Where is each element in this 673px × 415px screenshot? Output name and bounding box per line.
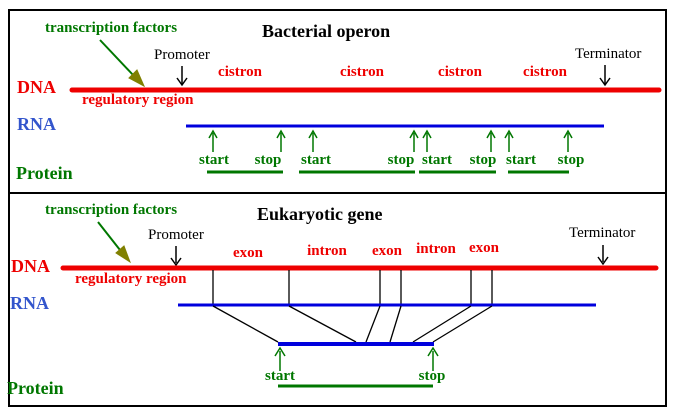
cistron-label: cistron <box>523 64 567 80</box>
codon-label-start: start <box>199 152 229 168</box>
eukaryote-regulatory-region-label: regulatory region <box>75 271 187 287</box>
exon-label: exon <box>469 240 499 256</box>
operon-transcription-factors-arrow-icon <box>99 39 146 88</box>
eukaryote-terminator-label: Terminator <box>569 225 636 241</box>
cistron-label: cistron <box>340 64 384 80</box>
codon-label-stop: stop <box>387 152 415 168</box>
eukaryote-start-arrow-icon <box>274 346 286 371</box>
operon-codon-arrow-icons <box>208 129 573 152</box>
operon-rna-label: RNA <box>17 114 56 134</box>
eukaryote-promoter-label: Promoter <box>148 227 204 243</box>
codon-label-start: start <box>506 152 536 168</box>
eukaryote-title: Eukaryotic gene <box>257 204 383 224</box>
exon-label: exon <box>372 243 402 259</box>
eukaryote-terminator-arrow-icon <box>597 245 609 266</box>
cistron-label: cistron <box>438 64 482 80</box>
eukaryote-transcription-factors-label: transcription factors <box>45 202 178 218</box>
eukaryote-stop-label: stop <box>418 368 446 384</box>
eukaryote-splicing-lines <box>212 305 493 343</box>
eukaryote-promoter-arrow-icon <box>170 246 182 267</box>
codon-label-stop: stop <box>557 152 585 168</box>
panel-frame <box>8 9 667 407</box>
eukaryote-rna-label: RNA <box>10 293 49 313</box>
eukaryote-protein-label: Protein <box>7 378 64 398</box>
operon-dna-label: DNA <box>17 77 56 97</box>
operon-protein-label: Protein <box>16 163 73 183</box>
operon-terminator-label: Terminator <box>575 46 642 62</box>
eukaryote-exon-boundary-lines <box>212 270 493 304</box>
eukaryote-stop-arrow-icon <box>427 346 439 371</box>
codon-label-start: start <box>422 152 452 168</box>
eukaryote-start-label: start <box>265 368 295 384</box>
codon-label-stop: stop <box>254 152 282 168</box>
cistron-label: cistron <box>218 64 262 80</box>
operon-promoter-label: Promoter <box>154 47 210 63</box>
eukaryote-dna-label: DNA <box>11 256 50 276</box>
operon-terminator-arrow-icon <box>599 65 611 87</box>
intron-label: intron <box>416 241 456 257</box>
codon-label-start: start <box>301 152 331 168</box>
intron-label: intron <box>307 243 347 259</box>
exon-label: exon <box>233 245 263 261</box>
operon-title: Bacterial operon <box>262 21 391 41</box>
operon-promoter-arrow-icon <box>176 66 188 87</box>
codon-label-stop: stop <box>469 152 497 168</box>
eukaryote-transcription-factors-arrow-icon <box>97 221 131 264</box>
operon-transcription-factors-label: transcription factors <box>45 20 178 36</box>
operon-regulatory-region-label: regulatory region <box>82 92 194 108</box>
